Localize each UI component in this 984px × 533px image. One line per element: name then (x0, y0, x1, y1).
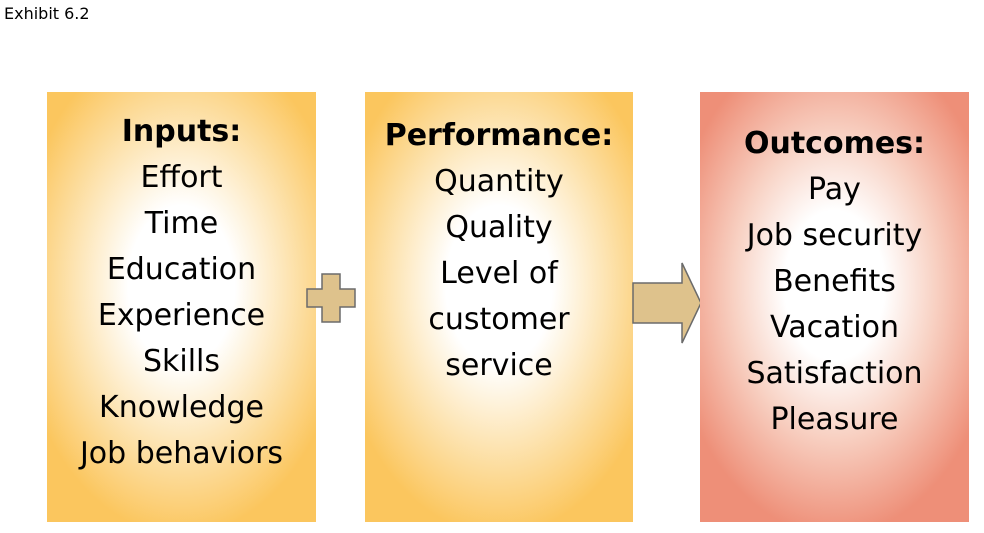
outcomes-item: Benefits (773, 264, 896, 299)
inputs-box: Inputs: Effort Time Education Experience… (47, 92, 316, 522)
inputs-item: Effort (140, 160, 223, 195)
performance-item: service (445, 348, 553, 383)
performance-box: Performance: Quantity Quality Level of c… (365, 92, 633, 522)
performance-item: Level of (440, 256, 558, 291)
inputs-item: Time (144, 206, 219, 241)
outcomes-item: Pay (808, 172, 861, 207)
right-arrow-icon (632, 262, 702, 344)
outcomes-item: Satisfaction (746, 356, 923, 391)
outcomes-item: Job security (746, 218, 923, 253)
inputs-item: Education (106, 252, 257, 287)
inputs-item: Knowledge (99, 390, 264, 425)
performance-item: Quality (445, 210, 553, 245)
performance-item: Quantity (434, 164, 564, 199)
inputs-item: Skills (142, 344, 221, 379)
inputs-item: Job behaviors (79, 436, 284, 471)
outcomes-box: Outcomes: Pay Job security Benefits Vaca… (700, 92, 969, 522)
inputs-title: Inputs: (121, 114, 242, 149)
performance-item: customer (428, 302, 570, 337)
exhibit-label: Exhibit 6.2 (4, 4, 90, 23)
performance-title: Performance: (384, 118, 614, 153)
outcomes-item: Vacation (770, 310, 899, 345)
inputs-item: Experience (97, 298, 266, 333)
outcomes-item: Pleasure (770, 402, 899, 437)
outcomes-title: Outcomes: (743, 126, 926, 161)
plus-icon (306, 273, 356, 323)
